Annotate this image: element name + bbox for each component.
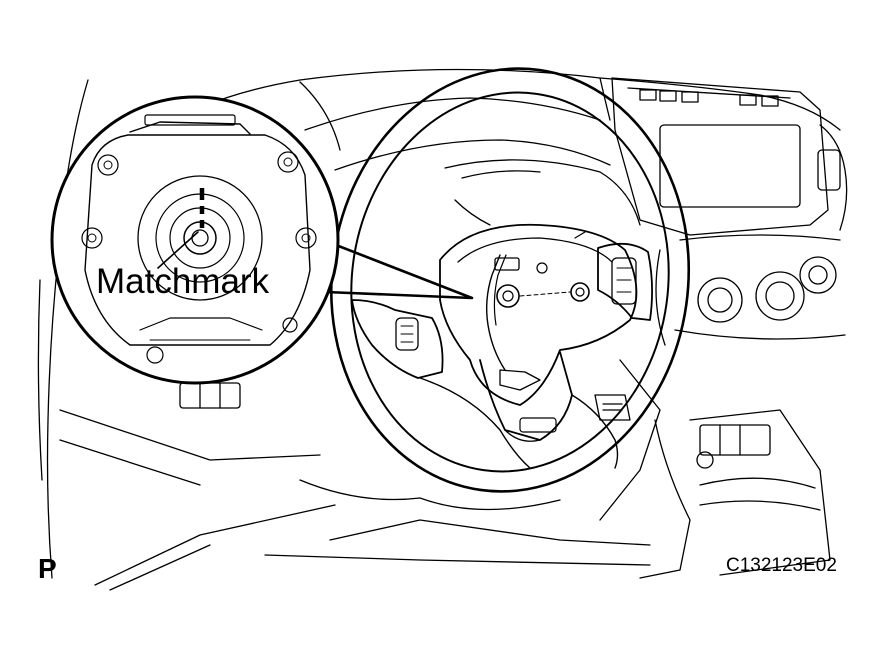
steering-wheel bbox=[329, 67, 691, 493]
matchmark-leader-line bbox=[157, 231, 199, 269]
view-code-label: P bbox=[38, 553, 57, 584]
figure-code-label: C132123E02 bbox=[726, 555, 837, 576]
matchmark-label: Matchmark bbox=[96, 262, 270, 301]
callout-leader bbox=[316, 236, 474, 300]
callout-magnified-view bbox=[50, 95, 340, 385]
